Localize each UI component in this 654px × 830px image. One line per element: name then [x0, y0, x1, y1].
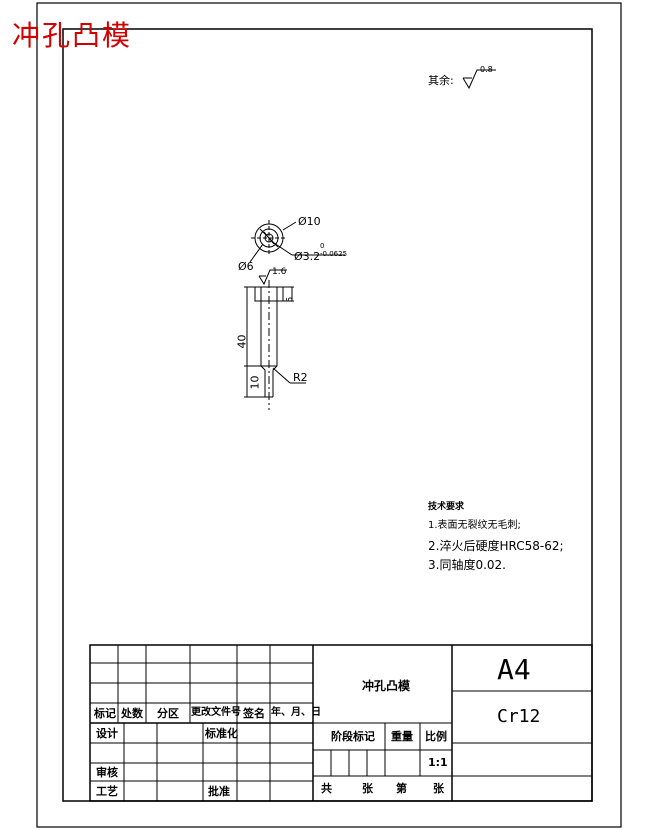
note-item: 2.淬火后硬度HRC58-62; — [428, 539, 564, 553]
tb-approve-label: 批准 — [208, 785, 230, 798]
tb-scale-value: 1:1 — [428, 756, 448, 769]
tb-weight: 重量 — [391, 730, 413, 743]
side-view — [244, 269, 306, 410]
title-block-grid — [89, 644, 593, 802]
dim-length: 40 — [235, 334, 249, 349]
tb-check-label: 审核 — [96, 766, 118, 779]
tb-header-change-doc: 更改文件号 — [191, 707, 241, 718]
tb-part-name: 冲孔凸模 — [362, 679, 411, 693]
dim-outer-dia: Ø10 — [298, 215, 321, 228]
tb-nth: 第 — [396, 782, 407, 795]
outer-frame — [36, 2, 622, 828]
roughness-value: 0.8 — [480, 65, 493, 74]
note-item: 1.表面无裂纹无毛刺; — [428, 520, 521, 531]
tb-header-sign: 签名 — [243, 707, 265, 720]
tb-header-count: 处数 — [121, 707, 143, 720]
tb-material: Cr12 — [497, 706, 541, 727]
tb-sheet-size: A4 — [497, 653, 531, 686]
dim-head-roughness: 1.6 — [272, 267, 287, 277]
notes-title: 技术要求 — [428, 502, 465, 512]
tb-process-label: 工艺 — [96, 785, 118, 798]
note-item: 3.同轴度0.02. — [428, 558, 506, 572]
dim-hole-tol-upper: 0 — [320, 242, 325, 250]
roughness-prefix: 其余: — [428, 74, 454, 87]
dim-radius: R2 — [293, 371, 308, 384]
dim-hole-dia: Ø3.2 — [294, 250, 321, 263]
dim-tip-length: 10 — [248, 375, 262, 390]
dim-inner-dia: Ø6 — [238, 260, 254, 273]
tb-standard-label: 标准化 — [205, 727, 238, 740]
dim-hole-tol-lower: -0.0625 — [320, 250, 348, 258]
tb-header-date: 年、月、日 — [271, 707, 321, 718]
tb-stage-mark: 阶段标记 — [331, 730, 375, 743]
tb-scale-label: 比例 — [425, 730, 447, 743]
part-name-handwritten: 冲孔凸模 — [12, 19, 133, 52]
tb-sheets-2: 张 — [433, 782, 444, 795]
top-view — [249, 220, 345, 263]
tb-header-mark: 标记 — [94, 707, 116, 720]
tb-total: 共 — [321, 782, 332, 795]
tb-sheets: 张 — [362, 782, 373, 795]
tb-header-zone: 分区 — [157, 707, 179, 720]
roughness-symbol — [462, 69, 496, 90]
tb-design-label: 设计 — [96, 727, 118, 740]
dim-head-height: 5 — [285, 296, 296, 303]
